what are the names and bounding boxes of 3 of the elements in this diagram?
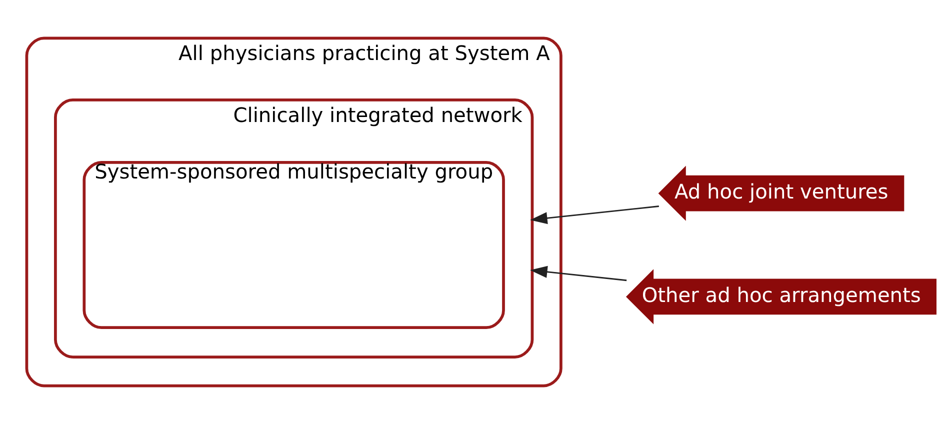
node-box: System-sponsored multispecialty group xyxy=(82,161,504,330)
arrow xyxy=(530,266,626,282)
arrow xyxy=(530,206,658,224)
